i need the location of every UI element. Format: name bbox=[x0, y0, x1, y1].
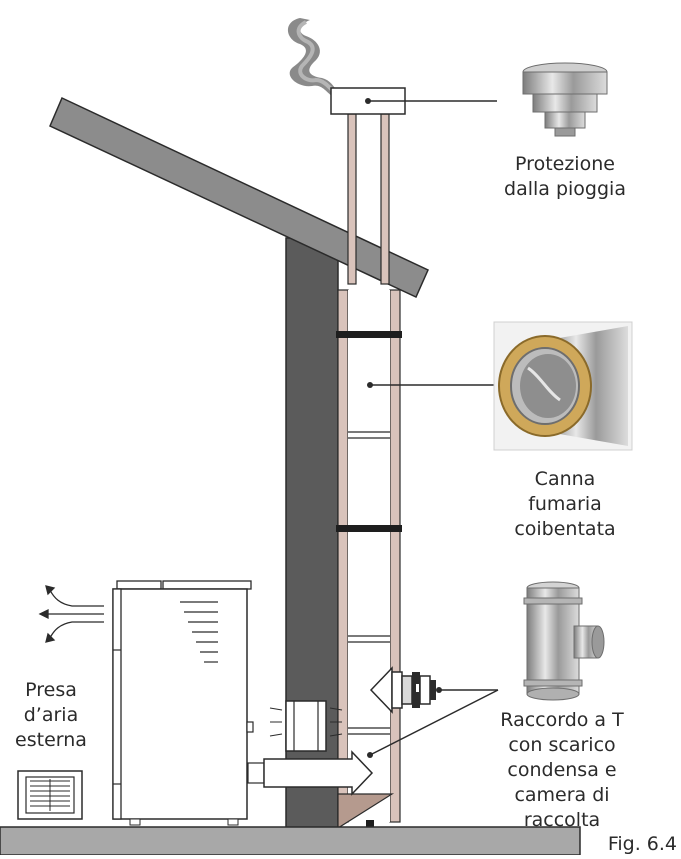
pellet-stove bbox=[112, 580, 254, 826]
air-intake-label-line: d’aria bbox=[23, 704, 79, 726]
stove-flue-connector bbox=[247, 750, 374, 796]
rain-cap-label-line: Protezione bbox=[515, 153, 615, 175]
smoke-icon bbox=[287, 18, 340, 96]
roof-slab bbox=[49, 96, 429, 299]
condensate-chamber bbox=[337, 793, 395, 830]
tee-fitting-label-line: camera di bbox=[514, 784, 610, 806]
tee-fitting-label-line: con scarico bbox=[508, 734, 616, 756]
air-flow-arrows-icon bbox=[38, 585, 104, 643]
tee-pointer bbox=[367, 687, 499, 758]
insulated-flue-label: Canna fumaria coibentata bbox=[500, 467, 630, 542]
tee-fitting-label: Raccordo a T con scarico condensa e came… bbox=[494, 708, 630, 833]
rain-cap bbox=[330, 87, 497, 115]
tee-fitting-photo bbox=[523, 581, 605, 701]
air-intake-grille bbox=[17, 770, 83, 820]
tee-fitting-label-line: raccolta bbox=[523, 809, 601, 831]
air-intake-label-line: esterna bbox=[15, 729, 87, 751]
air-intake-label-line: Presa bbox=[25, 679, 77, 701]
rain-cap-label-line: dalla pioggia bbox=[504, 178, 626, 200]
floor-slab bbox=[0, 826, 581, 856]
insulated-flue-photo bbox=[493, 321, 633, 451]
insulated-flue-pointer bbox=[367, 382, 496, 388]
wall-pass-through bbox=[269, 700, 343, 752]
air-intake-label: Presa d’aria esterna bbox=[6, 678, 96, 753]
insulated-flue-label-line: Canna bbox=[534, 468, 596, 490]
tee-fitting bbox=[369, 666, 436, 714]
figure-number: Fig. 6.4 bbox=[607, 833, 677, 855]
tee-fitting-label-line: condensa e bbox=[507, 759, 617, 781]
insulated-flue-label-line: fumaria bbox=[528, 493, 602, 515]
rain-cap-label: Protezione dalla pioggia bbox=[490, 152, 640, 202]
flue-pipe-lower bbox=[336, 289, 402, 823]
tee-fitting-label-line: Raccordo a T bbox=[500, 709, 624, 731]
rain-cap-photo bbox=[522, 62, 608, 137]
insulated-flue-label-line: coibentata bbox=[514, 518, 616, 540]
